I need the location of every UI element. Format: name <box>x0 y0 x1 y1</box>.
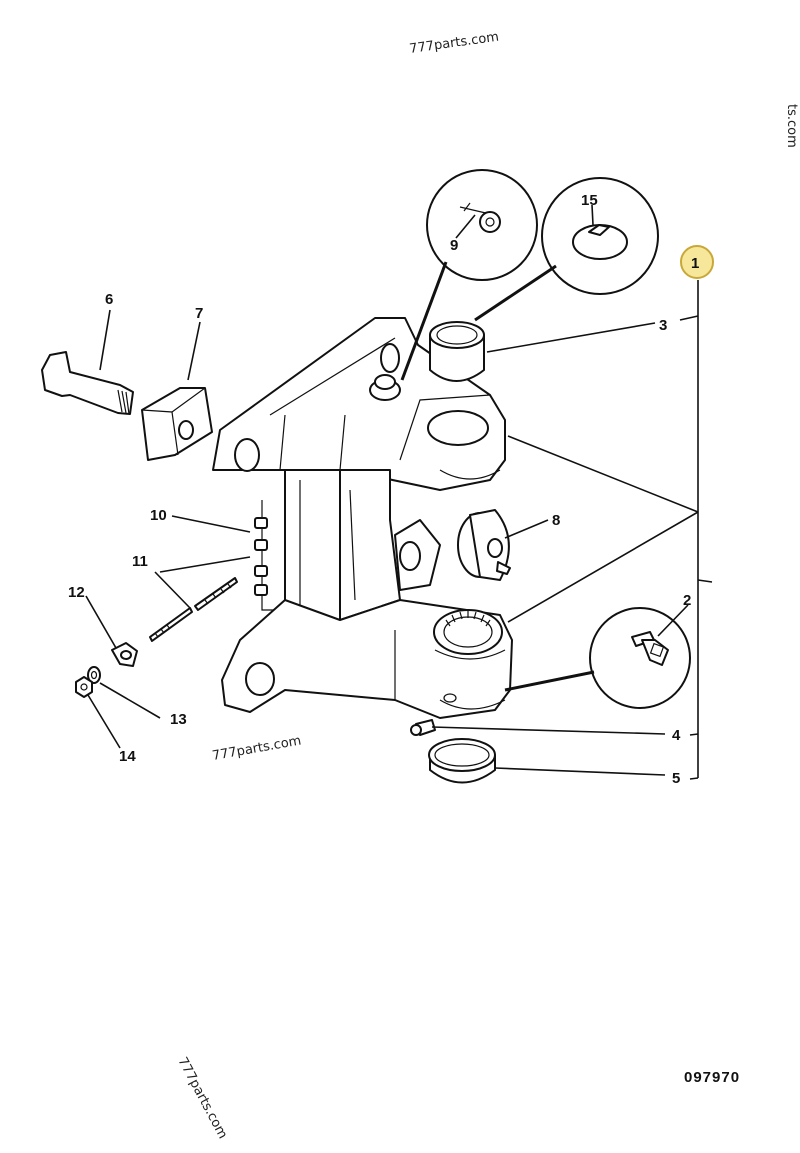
callout-labels: 1 2 3 4 5 6 7 8 9 10 11 12 13 14 15 <box>68 192 699 787</box>
part-4-grease-nipple <box>410 719 436 736</box>
callout-14[interactable]: 14 <box>119 748 136 765</box>
part-7-spacer <box>141 387 213 461</box>
grease-bosses <box>254 517 268 596</box>
callout-8[interactable]: 8 <box>552 512 560 529</box>
part-12-clip <box>111 642 138 667</box>
callout-1[interactable]: 1 <box>691 255 699 272</box>
callout-3[interactable]: 3 <box>659 317 667 334</box>
callout-15[interactable]: 15 <box>581 192 598 209</box>
callout-9[interactable]: 9 <box>450 237 458 254</box>
part-11-studs <box>149 577 238 642</box>
callout-6[interactable]: 6 <box>105 291 113 308</box>
detail-bubble-2 <box>589 607 691 709</box>
callout-7[interactable]: 7 <box>195 305 203 322</box>
callout-2[interactable]: 2 <box>683 592 691 609</box>
part-14-nut <box>75 676 93 698</box>
callout-10[interactable]: 10 <box>150 507 167 524</box>
upper-pivot-bore <box>234 438 260 472</box>
part-6-pivot-bolt <box>41 351 134 415</box>
watermark-middle: 777parts.com <box>211 734 302 764</box>
part-13-washer <box>87 666 101 684</box>
upper-bush-bore <box>427 410 489 446</box>
watermark-top: 777parts.com <box>408 30 499 57</box>
watermark-edge: ts.com <box>784 104 799 148</box>
drawing-number: 097970 <box>684 1069 740 1086</box>
callout-4[interactable]: 4 <box>672 727 681 744</box>
splined-bore <box>433 609 503 655</box>
part-5-ring <box>428 738 496 784</box>
callout-13[interactable]: 13 <box>170 711 187 728</box>
part-8-pivot-cap <box>457 509 511 581</box>
watermark-bottom: 777parts.com <box>174 1055 230 1142</box>
callout-11[interactable]: 11 <box>132 553 148 570</box>
lower-pivot-bore <box>245 662 275 696</box>
part-3-bush <box>429 321 485 382</box>
leader-lines <box>85 204 713 780</box>
callout-12[interactable]: 12 <box>68 584 85 601</box>
kingpost-casting <box>212 317 513 719</box>
detail-bubble-15 <box>541 177 659 295</box>
callout-5[interactable]: 5 <box>672 770 680 787</box>
callout-1-highlight <box>680 245 714 279</box>
detail-bubble-9 <box>426 169 538 281</box>
